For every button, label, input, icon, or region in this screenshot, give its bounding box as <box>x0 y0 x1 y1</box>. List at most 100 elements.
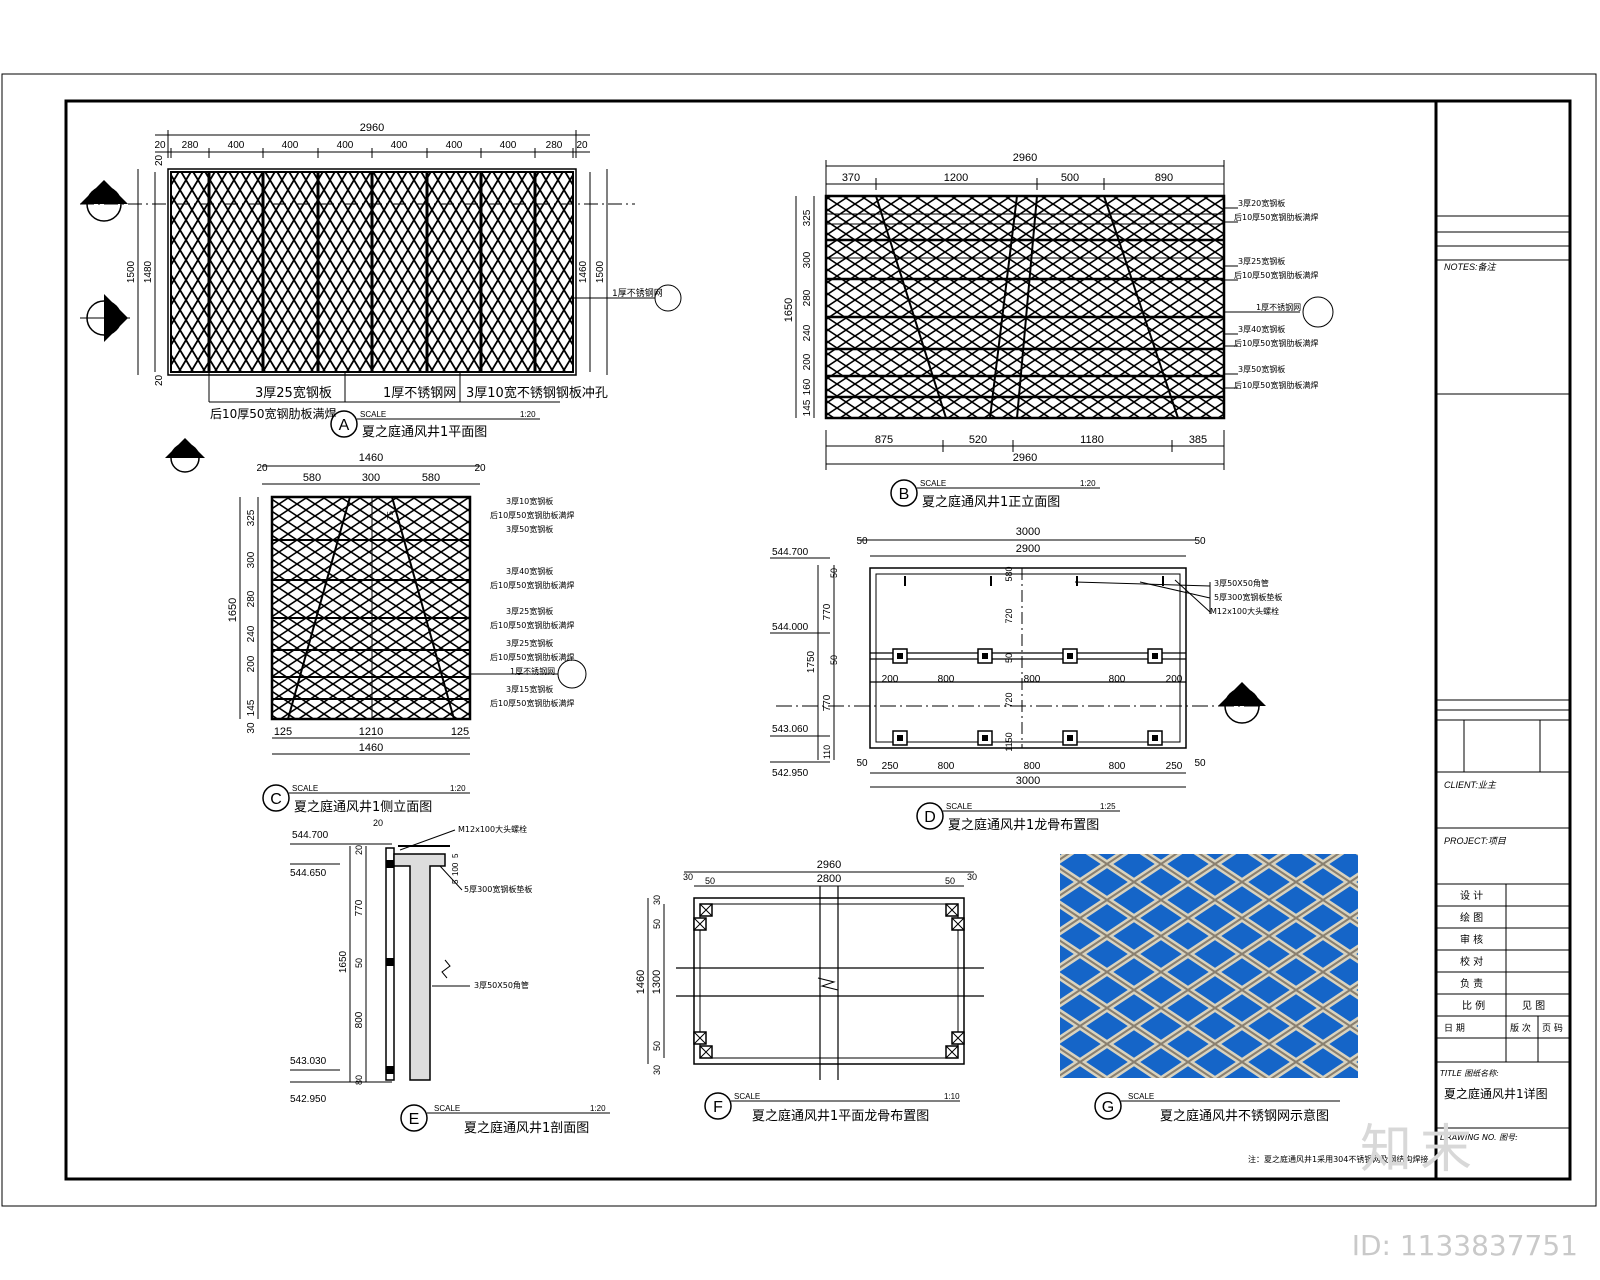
view-c-letter-circle <box>262 784 290 812</box>
view-d-title: 夏之庭通风井1龙骨布置图 <box>948 817 1099 833</box>
section-marker-icon <box>1218 682 1266 724</box>
dim: 325 <box>802 209 813 226</box>
dim: 50 <box>705 876 715 886</box>
view-b-label: 3厚20宽钢板 <box>1238 198 1285 208</box>
dim: 50 <box>856 758 868 769</box>
drawing-frame <box>64 99 1572 1181</box>
level: 544.000 <box>772 622 809 633</box>
dim: 200 <box>802 353 813 370</box>
dim: 800 <box>1024 674 1041 685</box>
dim: 50 <box>1194 758 1206 769</box>
dim: 80 <box>354 1075 364 1085</box>
dim: 20 <box>154 154 165 166</box>
view-b-letter-circle <box>890 479 918 507</box>
view-c-label: 3厚10宽钢板 <box>506 496 553 506</box>
view-a-side-label: 1厚不锈钢网 <box>612 287 663 299</box>
view-d-scale: 1:25 <box>1100 802 1116 811</box>
view-a-letter: A <box>339 417 350 434</box>
dim: 1460 <box>635 970 647 994</box>
view-f-title: 夏之庭通风井1平面龙骨布置图 <box>752 1108 929 1124</box>
dim: 280 <box>546 140 563 151</box>
dim: 400 <box>282 140 299 151</box>
title-block: NOTES:备注 CLIENT:业主 PROJECT:项目 设 计 绘 图 审 … <box>1434 101 1570 1179</box>
dim: 500 <box>1061 172 1079 184</box>
dim: 2960 <box>1013 152 1037 164</box>
view-e-scale: 1:20 <box>590 1104 606 1113</box>
view-c-letter: C <box>270 791 282 808</box>
view-d-letter-circle <box>916 802 944 830</box>
dim: 400 <box>391 140 408 151</box>
detail-bubble-icon <box>557 659 587 689</box>
view-b-label: 后10厚50宽钢肋板满焊 <box>1234 212 1318 222</box>
dim: 1460 <box>359 452 383 464</box>
dim: 800 <box>938 674 955 685</box>
dim: 370 <box>842 172 860 184</box>
dim: 20 <box>354 845 364 855</box>
section-marker-icon <box>86 294 128 342</box>
dim: 50 <box>354 958 364 968</box>
view-c-label: 3厚25宽钢板 <box>506 606 553 616</box>
dim: 770 <box>354 899 365 916</box>
dim: 770 <box>822 694 833 711</box>
dim: 100 <box>451 862 460 876</box>
view-c: 1460 580 300 580 20 20 75 125 1210 125 1… <box>227 452 587 815</box>
view-b-label: 后10厚50宽钢肋板满焊 <box>1234 270 1318 280</box>
dim: 300 <box>362 472 380 484</box>
dim: 1180 <box>1080 434 1104 446</box>
view-a-label-2: 1厚不锈钢网 <box>383 386 456 401</box>
dim: 160 <box>802 378 813 395</box>
dim: 720 <box>1004 608 1014 623</box>
tb-scale-value: 见 图 <box>1522 1000 1545 1012</box>
view-g-letter-circle <box>1094 1092 1122 1120</box>
view-e-letter-circle <box>400 1104 428 1132</box>
view-f-letter: F <box>713 1099 723 1116</box>
level: 544.700 <box>292 830 329 841</box>
view-d: 3000 2900 50 50 200 800 800 800 200 50 5… <box>770 526 1282 833</box>
tb-drawing-no: DRAWING NO. 图号: <box>1440 1133 1518 1142</box>
dim: 20 <box>474 463 486 474</box>
dim: 30 <box>652 1065 662 1075</box>
view-f: 2960 2800 30 50 50 30 1460 1300 30 50 50… <box>635 859 984 1124</box>
dim: 800 <box>1024 761 1041 772</box>
dim: 250 <box>882 761 899 772</box>
dim: 400 <box>500 140 517 151</box>
level: 542.950 <box>772 768 809 779</box>
view-b-title: 夏之庭通风井1正立面图 <box>922 494 1060 510</box>
view-a-label-4: 后10厚50宽钢肋板满焊 <box>210 406 337 421</box>
outer-frame <box>1 73 1597 1207</box>
view-d-label: M12x100大头螺栓 <box>1210 606 1279 616</box>
dim: 875 <box>875 434 893 446</box>
view-c-label: 后10厚50宽钢肋板满焊 <box>490 510 574 520</box>
dim: 720 <box>1004 692 1014 707</box>
dim: 50 <box>856 536 868 547</box>
view-f-scale-word: SCALE <box>734 1092 760 1101</box>
tb-date: 日 期 <box>1444 1023 1465 1034</box>
view-c-label: 后10厚50宽钢肋板满焊 <box>490 698 574 708</box>
view-e-label: 5厚300宽钢板垫板 <box>464 884 532 894</box>
dim: 240 <box>246 625 257 642</box>
tb-row: 校 对 <box>1460 955 1483 968</box>
view-c-label: 后10厚50宽钢肋板满焊 <box>490 620 574 630</box>
dim: 280 <box>802 289 813 306</box>
view-a-title: 夏之庭通风井1平面图 <box>362 424 487 440</box>
dim: 145 <box>802 399 813 416</box>
dim: 400 <box>228 140 245 151</box>
watermark-logo: 知末 <box>1359 1120 1480 1180</box>
dim: 20 <box>154 374 165 386</box>
view-c-label: 3厚25宽钢板 <box>506 638 553 648</box>
view-a-scale: 1:20 <box>520 410 536 419</box>
dim: 30 <box>246 722 257 734</box>
tb-page: 页 码 <box>1542 1023 1563 1034</box>
dim: 240 <box>802 324 813 341</box>
dim: 20 <box>154 140 166 151</box>
mesh-photo <box>1060 854 1358 1078</box>
dim: 800 <box>938 761 955 772</box>
dim: 250 <box>1166 761 1183 772</box>
dim: 50 <box>652 919 662 929</box>
dim: 3000 <box>1016 526 1040 538</box>
view-a-total-dim: 2960 <box>360 122 384 134</box>
dim: 200 <box>246 655 257 672</box>
footnote: 注：夏之庭通风井1采用304不锈钢网及钢结构焊接 <box>1248 1154 1428 1164</box>
dim: 110 <box>822 745 832 759</box>
view-b-label: 后10厚50宽钢肋板满焊 <box>1234 338 1318 348</box>
